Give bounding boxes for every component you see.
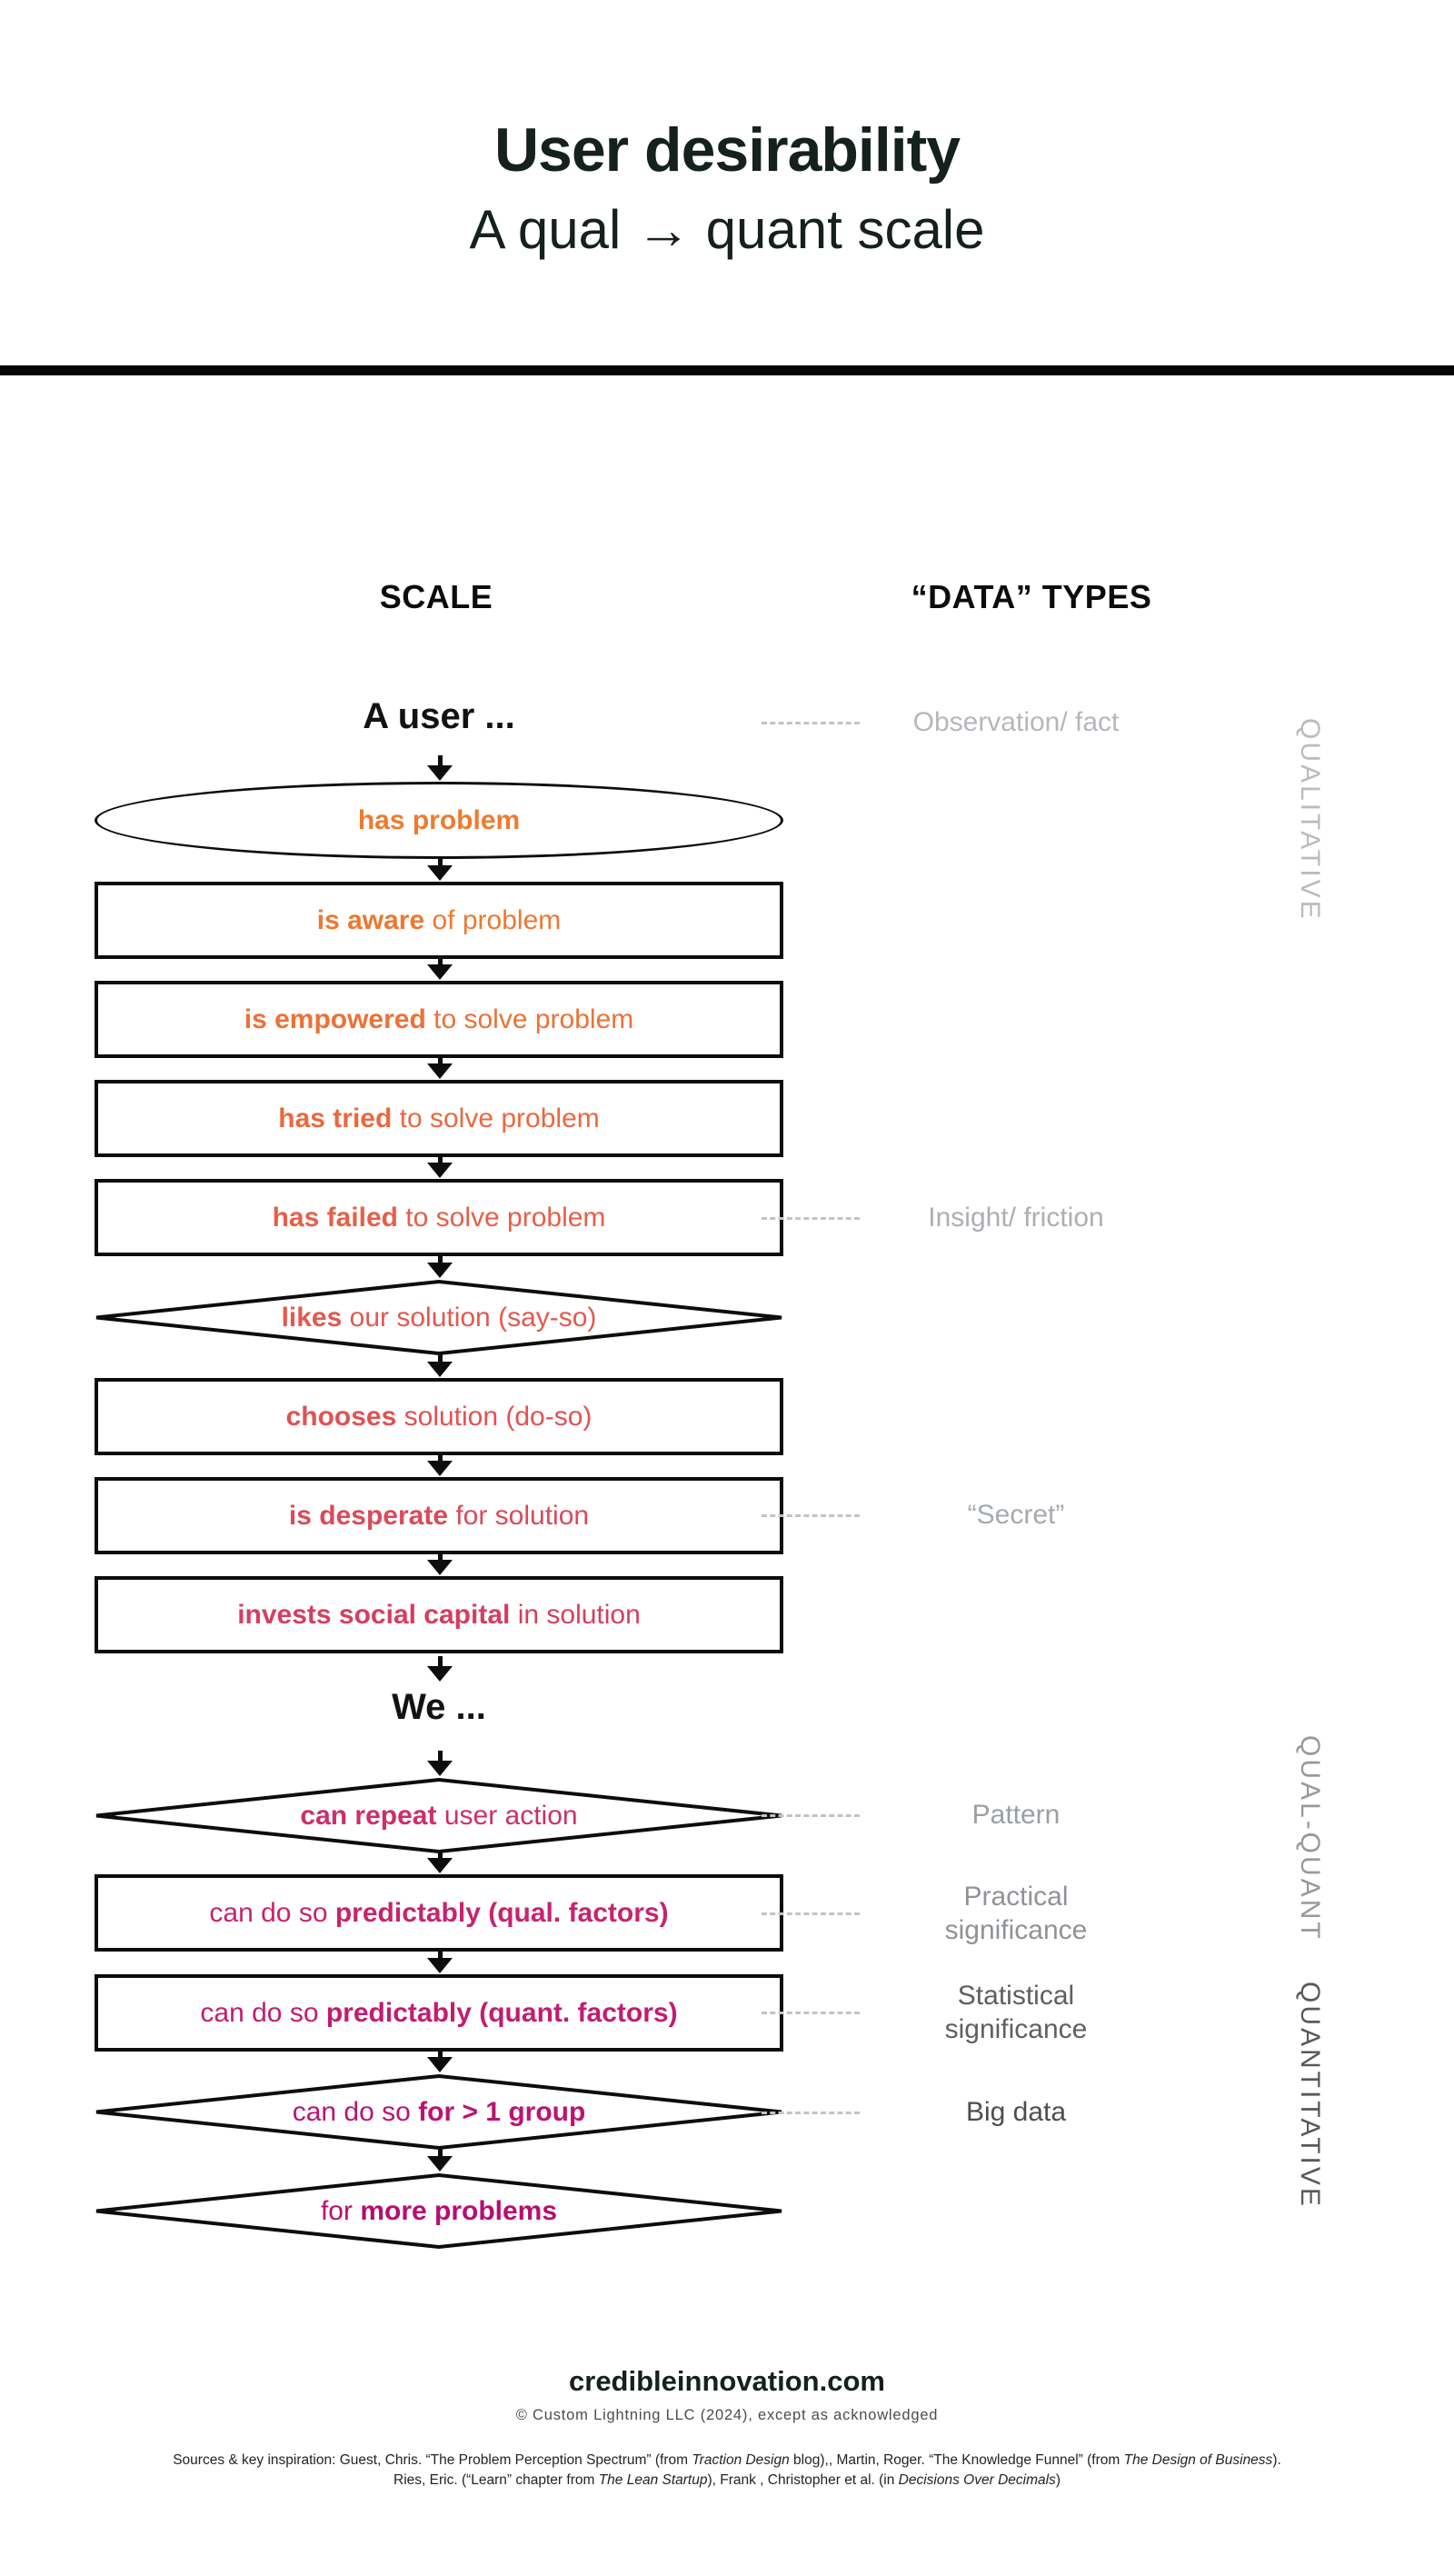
step-more-than-one-group: can do so for > 1 group [95, 2073, 783, 2151]
dashed-connector [762, 1513, 860, 1517]
data-type-row-big-data: Big data [762, 2085, 1172, 2140]
down-arrow [427, 1656, 453, 1682]
data-type-label-big-data: Big data [965, 2097, 1067, 2128]
dashed-connector [762, 721, 860, 724]
divider-bar [0, 365, 1454, 375]
data-type-row-pattern: Pattern [762, 1788, 1172, 1842]
data-type-row-practical: Practical significance [762, 1863, 1172, 1963]
flow-intro-label: A user ... [363, 696, 515, 736]
axis-label-qual-quant: QUAL-QUANT [1295, 1734, 1325, 1942]
data-type-label-observation-fact: Observation/ fact [912, 707, 1120, 738]
step-has-problem: has problem [95, 782, 783, 859]
step-chooses-solution: chooses solution (do-so) [95, 1378, 783, 1455]
dashed-connector [762, 1813, 860, 1817]
step-is-aware: is aware of problem [95, 882, 783, 959]
data-type-row-insight: Insight/ friction [762, 1191, 1172, 1245]
down-arrow [427, 1550, 453, 1575]
down-arrow [427, 855, 453, 881]
data-type-label-statistical-significance: Statistical significance [944, 1980, 1088, 2045]
step-is-empowered: is empowered to solve problem [95, 981, 783, 1058]
step-more-problems: for more problems [95, 2172, 783, 2250]
step-is-desperate: is desperate for solution [95, 1477, 783, 1554]
down-arrow [427, 1253, 453, 1278]
page-title: User desirability [493, 115, 961, 185]
data-type-row-statistical: Statistical significance [762, 1962, 1172, 2062]
axis-label-qualitative: QUALITATIVE [1295, 718, 1325, 922]
dashed-connector [762, 1912, 860, 1915]
column-header-data-types: “DATA” TYPES [911, 578, 1152, 615]
down-arrow [427, 1451, 453, 1476]
step-likes-solution: likes our solution (say-so) [95, 1279, 783, 1356]
dashed-connector [762, 2111, 860, 2114]
down-arrow [427, 2047, 453, 2072]
step-has-tried: has tried to solve problem [95, 1080, 783, 1157]
dashed-connector [762, 2011, 860, 2014]
down-arrow [427, 954, 453, 980]
step-has-failed: has failed to solve problem [95, 1179, 783, 1256]
data-type-row-secret: “Secret” [762, 1488, 1172, 1543]
down-arrow [427, 1751, 453, 1776]
footer-sources: Sources & key inspiration: Guest, Chris.… [173, 2452, 1281, 2488]
data-type-label-pattern: Pattern [971, 1800, 1061, 1831]
column-header-scale: SCALE [379, 578, 493, 615]
data-type-label-practical-significance: Practical significance [944, 1881, 1088, 1946]
flow-mid-label: We ... [392, 1687, 486, 1727]
diamond-shape [95, 2172, 782, 2250]
footer-copyright: © Custom Lightning LLC (2024), except as… [515, 2407, 939, 2423]
axis-label-quantitative: QUANTITATIVE [1295, 1982, 1325, 2209]
down-arrow [427, 1153, 453, 1178]
step-can-repeat: can repeat user action [95, 1777, 783, 1854]
step-invests-social-capital: invests social capital in solution [95, 1576, 783, 1653]
diamond-shape [95, 1279, 782, 1356]
data-type-row-observation: Observation/ fact [762, 695, 1172, 750]
down-arrow [427, 755, 453, 781]
page-subtitle: A qual → quant scale [469, 199, 985, 260]
data-type-label-secret: “Secret” [967, 1500, 1065, 1531]
down-arrow [427, 1053, 453, 1079]
down-arrow [427, 1948, 453, 1973]
footer-site: credibleinnovation.com [569, 2365, 885, 2397]
step-predictably-quant: can do so predictably (quant. factors) [95, 1974, 783, 2052]
data-type-label-insight-friction: Insight/ friction [928, 1203, 1104, 1233]
dashed-connector [762, 1216, 860, 1220]
down-arrow [427, 1352, 453, 1377]
step-predictably-qual: can do so predictably (qual. factors) [95, 1874, 783, 1952]
down-arrow [427, 2146, 453, 2172]
